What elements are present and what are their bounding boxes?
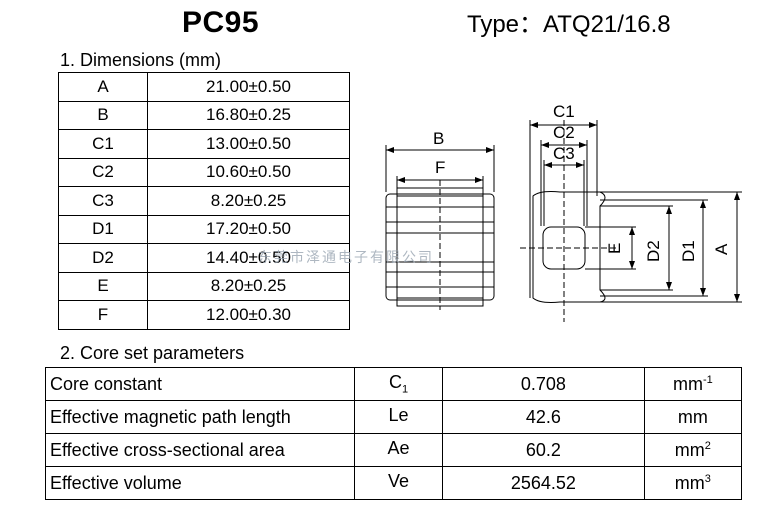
type-label: Type：ATQ21/16.8 <box>467 11 671 38</box>
side-view <box>385 145 495 310</box>
parameter-symbol-sub: 1 <box>401 383 409 396</box>
dim-label-c1: C1 <box>553 102 575 121</box>
parameters-section-title: 2. Core set parameters <box>60 343 245 363</box>
dimension-value: 16.80±0.25 <box>147 100 350 130</box>
parameter-symbol: Ve <box>353 466 444 500</box>
parameter-name: Effective magnetic path length <box>45 400 355 434</box>
dimension-value: 17.20±0.50 <box>147 214 350 244</box>
parameter-value: 0.708 <box>442 367 645 401</box>
parameter-unit: mm <box>643 400 743 434</box>
parameter-unit-main: mm <box>672 373 703 394</box>
parameter-unit-main: mm <box>674 439 705 460</box>
dimension-label: C2 <box>58 157 148 187</box>
dimension-value: 12.00±0.30 <box>147 300 350 330</box>
parameter-value: 60.2 <box>442 433 645 467</box>
dim-label-d1: D1 <box>679 240 698 262</box>
parameter-unit: mm2 <box>643 433 743 467</box>
dim-label-a: A <box>712 243 731 255</box>
parameter-name: Core constant <box>45 367 355 401</box>
parameter-symbol-main: Ve <box>388 471 410 492</box>
parameter-unit-main: mm <box>677 406 708 427</box>
parameter-symbol: C1 <box>353 367 444 401</box>
dimension-value: 21.00±0.50 <box>147 72 350 102</box>
dimension-label: B <box>58 100 148 130</box>
dim-label-b: B <box>433 129 444 148</box>
parameter-name: Effective volume <box>45 466 355 500</box>
dim-label-d2: D2 <box>644 240 663 262</box>
material-title: PC95 <box>182 6 260 39</box>
dim-label-e: E <box>605 243 624 254</box>
dim-label-c3: C3 <box>553 144 575 163</box>
parameter-symbol: Ae <box>353 433 444 467</box>
parameter-unit: mm-1 <box>643 367 743 401</box>
parameter-symbol-main: C <box>388 372 402 393</box>
dimensions-section-title: 1. Dimensions (mm) <box>60 50 222 70</box>
dimension-value: 8.20±0.25 <box>147 271 350 301</box>
dimension-label: D1 <box>58 214 148 244</box>
dimension-label: F <box>58 300 148 330</box>
dim-label-c2: C2 <box>553 123 575 142</box>
parameter-unit: mm3 <box>643 466 743 500</box>
parameter-unit-sup: 3 <box>704 472 711 485</box>
dimension-value: 13.00±0.50 <box>147 129 350 159</box>
parameter-symbol-main: Ae <box>387 438 410 459</box>
front-view <box>520 120 742 322</box>
watermark: 东莞市泽通电子有限公司 <box>258 249 434 265</box>
parameter-unit-sup: 2 <box>704 439 711 452</box>
dimension-label: C1 <box>58 129 148 159</box>
parameter-unit-main: mm <box>674 472 705 493</box>
parameter-symbol-main: Le <box>388 405 409 426</box>
parameter-unit-sup: -1 <box>702 373 713 386</box>
dim-label-f: F <box>435 158 445 177</box>
